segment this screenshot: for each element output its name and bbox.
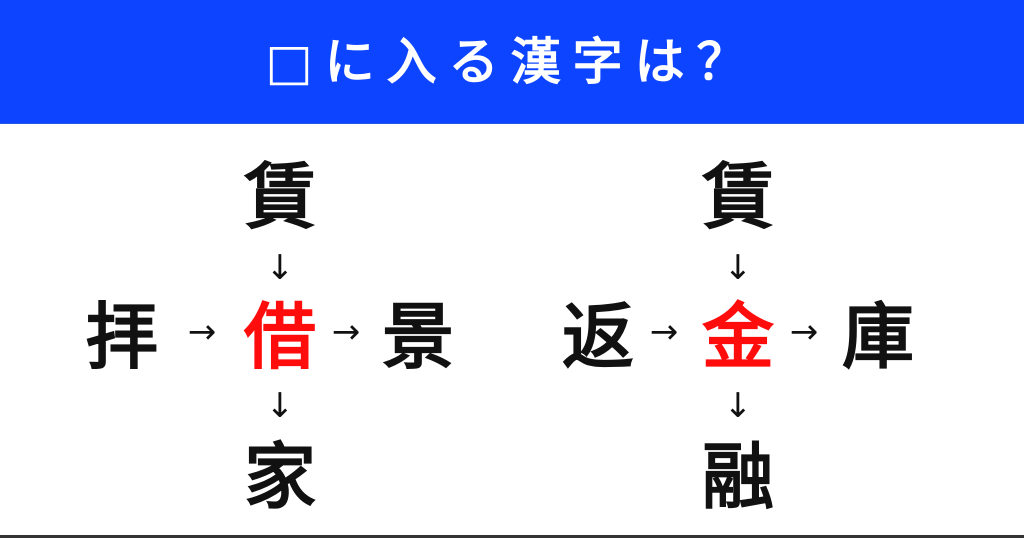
bottom-border <box>0 535 1024 538</box>
puzzle-1: 賃 ↓ 拝 → 借 → 景 ↓ 家 <box>30 123 530 535</box>
banner-title: □に入る漢字は？ <box>265 32 759 91</box>
down-arrow-icon: ↓ <box>723 248 753 288</box>
down-arrow-icon: ↓ <box>265 248 295 288</box>
puzzle-2-right-kanji: 庫 <box>841 295 914 379</box>
right-arrow-icon: → <box>649 312 679 352</box>
down-arrow-icon: ↓ <box>265 386 295 426</box>
puzzle-1-left-kanji: 拝 <box>85 295 158 379</box>
down-arrow-icon: ↓ <box>723 386 753 426</box>
puzzle-1-right-kanji: 景 <box>381 295 454 379</box>
puzzle-2-top-kanji: 賃 <box>701 155 774 239</box>
puzzle-2: 賃 ↓ 返 → 金 → 庫 ↓ 融 <box>492 123 992 535</box>
right-arrow-icon: → <box>789 312 819 352</box>
puzzle-1-bottom-kanji: 家 <box>243 435 316 519</box>
puzzle-2-bottom-kanji: 融 <box>701 435 774 519</box>
puzzle-1-top-kanji: 賃 <box>243 155 316 239</box>
puzzle-1-answer-kanji: 借 <box>243 295 316 379</box>
puzzle-2-answer-kanji: 金 <box>701 295 774 379</box>
right-arrow-icon: → <box>331 312 361 352</box>
title-banner: □に入る漢字は？ <box>0 0 1024 124</box>
right-arrow-icon: → <box>187 312 217 352</box>
puzzle-2-left-kanji: 返 <box>561 295 634 379</box>
